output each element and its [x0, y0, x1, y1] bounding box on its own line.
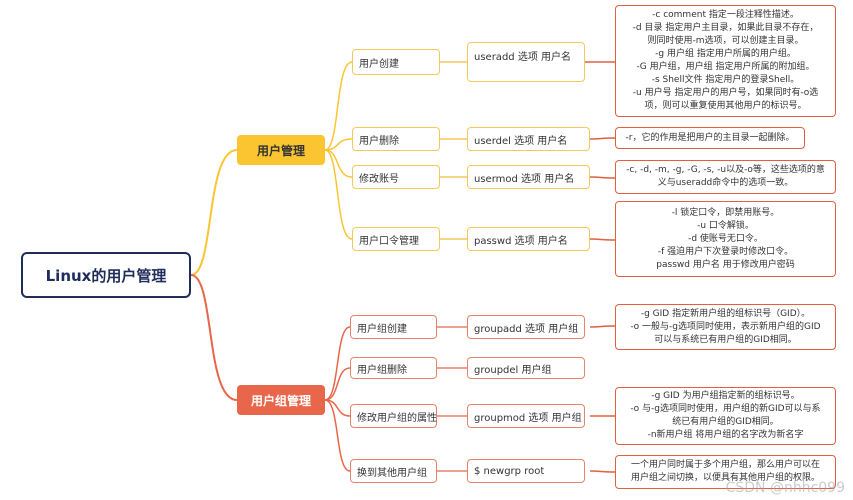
branch-user-management: 用户管理: [237, 135, 325, 165]
watermark: CSDN @nhhc099: [725, 480, 845, 496]
command-groupadd: groupadd 选项 用户组: [467, 315, 585, 339]
command-userdel: userdel 选项 用户名: [467, 127, 590, 151]
branch-group-management: 用户组管理: [237, 385, 325, 415]
item-modify-account: 修改账号: [352, 165, 440, 189]
command-passwd: passwd 选项 用户名: [467, 227, 590, 251]
item-group-create: 用户组创建: [350, 315, 437, 339]
desc-groupadd: -g GID 指定新用户组的组标识号（GID）。 -o 一般与-g选项同时使用，…: [615, 304, 836, 350]
root-node: Linux的用户管理: [21, 252, 191, 298]
command-usermod: usermod 选项 用户名: [467, 165, 590, 189]
item-user-create: 用户创建: [352, 49, 440, 75]
command-groupmod: groupmod 选项 用户组: [467, 404, 585, 428]
desc-useradd: -c comment 指定一段注释性描述。 -d 目录 指定用户主目录，如果此目…: [615, 5, 836, 117]
desc-newgrp: 一个用户同时属于多个用户组，那么用户可以在 用户组之间切换，以便具有其他用户组的…: [615, 455, 836, 489]
desc-usermod: -c, -d, -m, -g, -G, -s, -u以及-o等，这些选项的意 义…: [615, 160, 836, 194]
desc-groupmod: -g GID 为用户组指定新的组标识号。 -o 与-g选项同时使用，用户组的新G…: [615, 387, 836, 445]
item-switch-group: 换到其他用户组: [350, 459, 437, 483]
item-password-management: 用户口令管理: [352, 227, 440, 251]
command-useradd: useradd 选项 用户名: [467, 42, 585, 82]
desc-userdel: -r，它的作用是把用户的主目录一起删除。: [615, 127, 805, 149]
desc-passwd: -l 锁定口令，即禁用账号。 -u 口令解锁。 -d 使账号无口令。 -f 强迫…: [615, 201, 836, 277]
item-group-delete: 用户组删除: [350, 357, 437, 379]
item-group-modify: 修改用户组的属性: [350, 404, 437, 428]
command-newgrp: $ newgrp root: [467, 459, 585, 483]
item-user-delete: 用户删除: [352, 127, 440, 151]
command-groupdel: groupdel 用户组: [467, 357, 585, 379]
